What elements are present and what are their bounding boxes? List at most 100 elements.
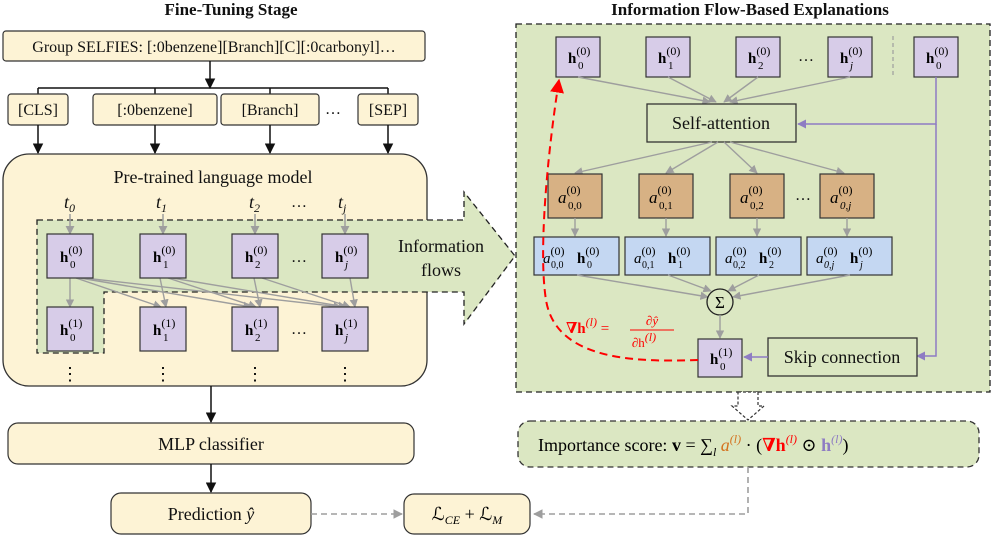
svg-text:h(0): h(0) bbox=[153, 243, 175, 266]
svg-text:h(0): h(0) bbox=[759, 244, 781, 267]
svg-text:0,j: 0,j bbox=[840, 200, 851, 212]
gradient-formula: ∇h(l) = ∂ŷ ∂h(l) bbox=[566, 313, 674, 350]
svg-text:a(0): a(0) bbox=[634, 244, 656, 267]
svg-text:h(1): h(1) bbox=[60, 316, 82, 339]
svg-text:a(0): a(0) bbox=[558, 183, 581, 207]
right-a-ellipsis: … bbox=[795, 187, 811, 204]
right-h0-1: h(0) 1 bbox=[645, 36, 691, 78]
svg-text:h(0): h(0) bbox=[668, 244, 690, 267]
vdots-0: ⋮ bbox=[61, 364, 79, 384]
left-h0-ellipsis: … bbox=[291, 249, 307, 266]
svg-text:h(1): h(1) bbox=[710, 345, 732, 368]
gradient-backflow-arrow bbox=[542, 78, 699, 362]
right-h0-ellipsis: … bbox=[798, 48, 814, 65]
right-prod-2: a(0) 0,2 h(0) 2 bbox=[715, 236, 802, 276]
right-a-00: a(0) 0,0 bbox=[547, 173, 603, 219]
svg-text:0,2: 0,2 bbox=[733, 260, 746, 271]
svg-text:0,0: 0,0 bbox=[551, 260, 564, 271]
svg-text:h(0): h(0) bbox=[840, 44, 862, 67]
svg-text:∇h(l) =: ∇h(l) = bbox=[566, 315, 609, 337]
svg-text:1: 1 bbox=[163, 259, 169, 271]
svg-text:2: 2 bbox=[769, 260, 774, 271]
left-h0-2: h(0) 2 bbox=[231, 233, 279, 279]
svg-text:0: 0 bbox=[936, 60, 942, 72]
vdots-1: ⋮ bbox=[154, 364, 172, 384]
svg-text:h(0): h(0) bbox=[658, 44, 680, 67]
t-label-0: t0 bbox=[64, 192, 75, 215]
svg-text:1: 1 bbox=[668, 60, 674, 72]
svg-text:a(0): a(0) bbox=[543, 244, 565, 267]
left-h0-0: h(0) 0 bbox=[46, 233, 94, 279]
svg-text:1: 1 bbox=[678, 260, 683, 271]
svg-text:0,j: 0,j bbox=[824, 260, 835, 271]
right-title: Information Flow-Based Explanations bbox=[611, 0, 889, 19]
t-label-2: t2 bbox=[249, 192, 260, 215]
svg-text:t0: t0 bbox=[64, 192, 75, 215]
left-h1-j: h(1) j bbox=[321, 306, 369, 352]
svg-text:j: j bbox=[848, 60, 853, 72]
right-a-0j: a(0) 0,j bbox=[819, 173, 875, 219]
selfies-box bbox=[2, 30, 426, 62]
loss-box bbox=[403, 493, 531, 535]
right-h0-skip: h(0) 0 bbox=[913, 36, 959, 78]
svg-text:j: j bbox=[343, 332, 348, 344]
svg-text:h(0): h(0) bbox=[335, 243, 357, 266]
svg-text:a(0): a(0) bbox=[740, 183, 763, 207]
svg-text:tj: tj bbox=[338, 192, 347, 215]
left-h1-2: h(1) 2 bbox=[231, 306, 279, 352]
svg-text:0: 0 bbox=[578, 60, 584, 72]
svg-text:a(0): a(0) bbox=[816, 244, 838, 267]
down-hollow-arrow bbox=[730, 391, 766, 421]
prediction-label: Prediction ŷ bbox=[168, 504, 255, 524]
svg-text:t1: t1 bbox=[156, 192, 167, 215]
svg-text:0,1: 0,1 bbox=[642, 260, 655, 271]
right-prod-1: a(0) 0,1 h(0) 1 bbox=[624, 236, 711, 276]
svg-text:h(1): h(1) bbox=[245, 316, 267, 339]
flow-label-line1: Information bbox=[398, 236, 484, 256]
token-ellipsis: … bbox=[325, 101, 341, 118]
svg-text:∂ŷ: ∂ŷ bbox=[646, 313, 658, 328]
svg-text:∂h(l): ∂h(l) bbox=[632, 330, 656, 350]
left-h1-0: h(1) 0 bbox=[46, 306, 94, 352]
svg-text:h(0): h(0) bbox=[577, 244, 599, 267]
right-a-02: a(0) 0,2 bbox=[729, 173, 785, 219]
svg-text:h(0): h(0) bbox=[60, 243, 82, 266]
token-benzene: [:0benzene] bbox=[117, 102, 193, 119]
right-a-01: a(0) 0,1 bbox=[638, 173, 694, 219]
plm-label: Pre-trained language model bbox=[114, 167, 313, 187]
t-label-1: t1 bbox=[156, 192, 167, 215]
left-h1-ellipsis: … bbox=[291, 321, 307, 338]
svg-text:a(0): a(0) bbox=[830, 183, 853, 207]
right-prod-0: a(0) 0,0 h(0) 0 bbox=[533, 236, 620, 276]
token-branch: [Branch] bbox=[242, 102, 299, 119]
left-h1-1: h(1) 1 bbox=[139, 306, 187, 352]
svg-text:h(0): h(0) bbox=[748, 44, 770, 67]
left-h0-1: h(0) 1 bbox=[139, 233, 187, 279]
loss-label: ℒCE + ℒM bbox=[432, 504, 503, 527]
vdots-2: ⋮ bbox=[246, 364, 264, 384]
flow-label-line2: flows bbox=[421, 260, 461, 280]
svg-text:j: j bbox=[858, 260, 863, 271]
right-h0-j: h(0) j bbox=[827, 36, 873, 78]
right-prod-j: a(0) 0,j h(0) j bbox=[806, 236, 893, 276]
right-h1-0: h(1) 0 bbox=[697, 338, 743, 378]
svg-text:h(1): h(1) bbox=[153, 316, 175, 339]
t-ellipsis: … bbox=[291, 194, 307, 211]
svg-text:t2: t2 bbox=[249, 192, 260, 215]
importance-score-formula: Importance score: v = ∑l a(l) · (∇h(l) ⊙… bbox=[538, 432, 848, 459]
selfies-text: Group SELFIES: [:0benzene][Branch][C][:0… bbox=[32, 39, 395, 56]
svg-text:0,1: 0,1 bbox=[659, 200, 673, 212]
svg-text:a(0): a(0) bbox=[649, 183, 672, 207]
right-h0-2: h(0) 2 bbox=[735, 36, 781, 78]
vdots-j: ⋮ bbox=[336, 364, 354, 384]
svg-text:1: 1 bbox=[163, 332, 169, 344]
svg-text:0: 0 bbox=[70, 332, 76, 344]
token-sep: [SEP] bbox=[369, 102, 407, 119]
svg-text:h(0): h(0) bbox=[568, 44, 590, 67]
right-h0-0: h(0) 0 bbox=[555, 36, 601, 78]
self-attention-box bbox=[646, 103, 797, 143]
svg-text:0,2: 0,2 bbox=[750, 200, 764, 212]
svg-text:0: 0 bbox=[720, 361, 726, 373]
svg-text:j: j bbox=[343, 259, 348, 271]
